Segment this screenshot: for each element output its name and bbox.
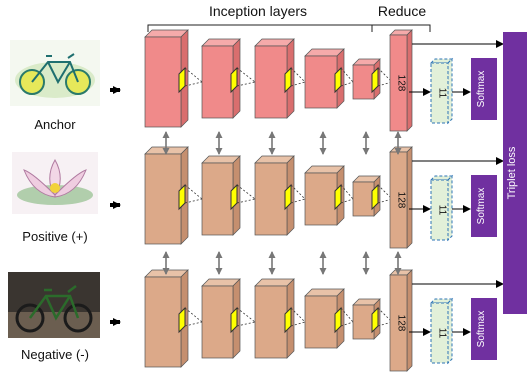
branch-row-1: 128 11 Softmax (144, 29, 504, 132)
anchor-label: Anchor (34, 117, 76, 132)
reduce-layer: 128 (389, 29, 413, 132)
inception-block (254, 38, 306, 119)
inception-block (144, 29, 203, 128)
inception-block (304, 48, 354, 109)
softmax-label: Softmax (476, 188, 487, 225)
softmax-label: Softmax (476, 71, 487, 108)
inception-brace (147, 24, 431, 32)
inception-layers-label: Inception layers (209, 3, 307, 19)
inception-block (352, 175, 393, 217)
reduce-label: Reduce (378, 3, 426, 19)
inception-block (304, 288, 354, 349)
dense-units-label: 11 (437, 88, 448, 99)
triplet-loss-box: Triplet loss (503, 32, 527, 314)
inception-block (352, 58, 393, 100)
inception-block (254, 155, 306, 236)
inception-block (352, 298, 393, 340)
positive-image (12, 152, 98, 214)
branch-row-3: 128 11 Softmax (144, 269, 504, 372)
dense-units-label: 11 (437, 328, 448, 339)
inception-block (304, 165, 354, 226)
softmax-label: Softmax (476, 311, 487, 348)
dense-layer: 11 (429, 297, 454, 365)
softmax-box: Softmax (471, 298, 497, 360)
dense-layer: 11 (429, 57, 454, 125)
reduce-units-label: 128 (396, 192, 407, 209)
reduce-layer: 128 (389, 146, 413, 249)
inception-block (254, 278, 306, 359)
negative-label: Negative (-) (21, 347, 89, 362)
inception-block (144, 146, 203, 245)
reduce-units-label: 128 (396, 315, 407, 332)
inception-block (144, 269, 203, 368)
inception-block (201, 278, 256, 359)
anchor-image (10, 40, 100, 106)
inception-block (201, 38, 256, 119)
dense-layer: 11 (429, 174, 454, 242)
negative-image (8, 272, 100, 338)
reduce-units-label: 128 (396, 75, 407, 92)
softmax-box: Softmax (471, 175, 497, 237)
inception-block (201, 155, 256, 236)
branch-row-2: 128 11 Softmax (144, 146, 504, 249)
positive-label: Positive (+) (22, 229, 87, 244)
shared-weights-arrows (162, 131, 402, 275)
softmax-box: Softmax (471, 58, 497, 120)
triplet-loss-label: Triplet loss (506, 146, 518, 199)
reduce-layer: 128 (389, 269, 413, 372)
dense-units-label: 11 (437, 205, 448, 216)
input-arrows (110, 86, 121, 326)
